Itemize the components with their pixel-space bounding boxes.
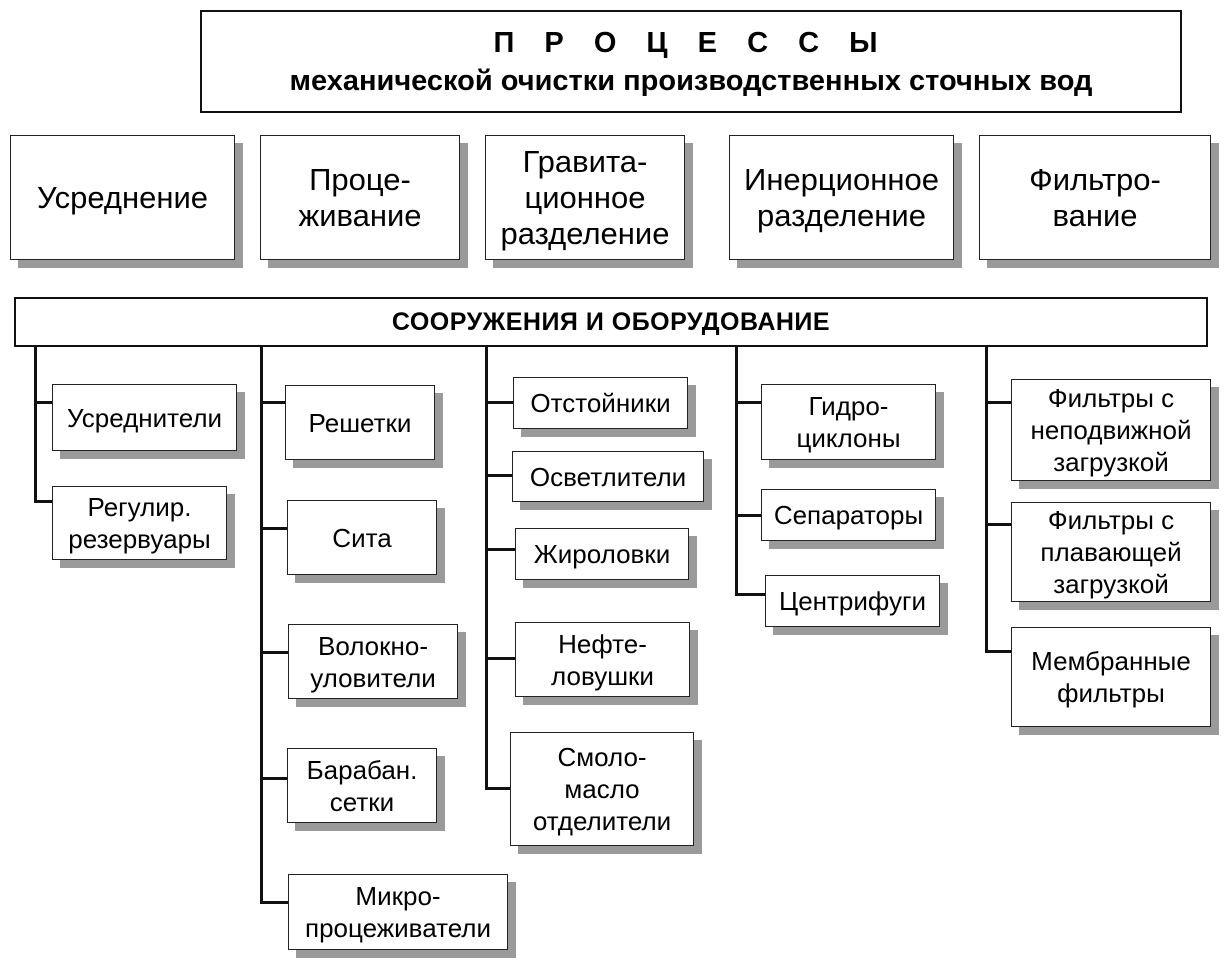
connector-trunk-col1 [34, 347, 37, 502]
title-main: П Р О Ц Е С С Ы [493, 26, 889, 59]
equipment-box: Центрифуги [765, 575, 940, 627]
equipment-box: Мембранные фильтры [1011, 627, 1211, 727]
equipment-box: Микро- процеживатели [288, 874, 508, 950]
connector-branch [485, 548, 515, 551]
equipment-box: Регулир. резервуары [52, 486, 227, 560]
connector-branch [260, 401, 285, 404]
equipment-box: Сепараторы [761, 489, 936, 541]
equipment-box: Осветлители [512, 451, 704, 502]
equipment-box: Барабан. сетки [287, 748, 437, 823]
equipment-box: Волокно- уловители [288, 624, 458, 699]
connector-branch [485, 401, 513, 404]
equipment-box: Отстойники [513, 377, 688, 429]
equipment-box: Гидро- циклоны [761, 384, 936, 460]
process-box-filtration: Фильтро- вание [979, 135, 1211, 260]
connector-branch [985, 650, 1011, 653]
connector-branch [34, 401, 52, 404]
connector-branch [260, 527, 287, 530]
connector-trunk-col5 [985, 347, 988, 653]
connector-trunk-col2 [260, 347, 263, 904]
process-box-averaging: Усреднение [10, 135, 235, 260]
connector-branch [735, 593, 765, 596]
connector-branch [260, 777, 287, 780]
equipment-box: Усреднители [52, 384, 237, 451]
connector-branch [260, 901, 288, 904]
connector-branch [260, 651, 288, 654]
equipment-box: Сита [287, 500, 437, 575]
equipment-box: Жироловки [515, 528, 689, 580]
connector-branch [735, 514, 761, 517]
process-box-straining: Проце- живание [260, 135, 460, 260]
equipment-box: Фильтры с плавающей загрузкой [1011, 502, 1211, 602]
connector-branch [485, 657, 515, 660]
equipment-box: Решетки [285, 385, 435, 460]
connector-branch [985, 401, 1011, 404]
diagram-title: П Р О Ц Е С С Ы механической очистки про… [200, 10, 1182, 113]
equipment-box: Фильтры с неподвижной загрузкой [1011, 379, 1211, 481]
connector-trunk-col3 [485, 347, 488, 790]
equipment-box: Смоло- масло отделители [510, 732, 694, 846]
process-box-inertial-separation: Инерционное разделение [729, 135, 954, 260]
connector-branch [34, 500, 52, 503]
connector-branch [485, 787, 510, 790]
equipment-header-bar: СООРУЖЕНИЯ И ОБОРУДОВАНИЕ [14, 297, 1208, 347]
connector-trunk-col4 [735, 347, 738, 596]
connector-branch [985, 523, 1011, 526]
process-box-gravity-separation: Гравита- ционное разделение [485, 135, 685, 260]
connector-branch [485, 474, 512, 477]
title-subtitle: механической очистки производственных ст… [289, 64, 1093, 97]
connector-branch [735, 401, 761, 404]
equipment-box: Нефте- ловушки [515, 622, 690, 697]
